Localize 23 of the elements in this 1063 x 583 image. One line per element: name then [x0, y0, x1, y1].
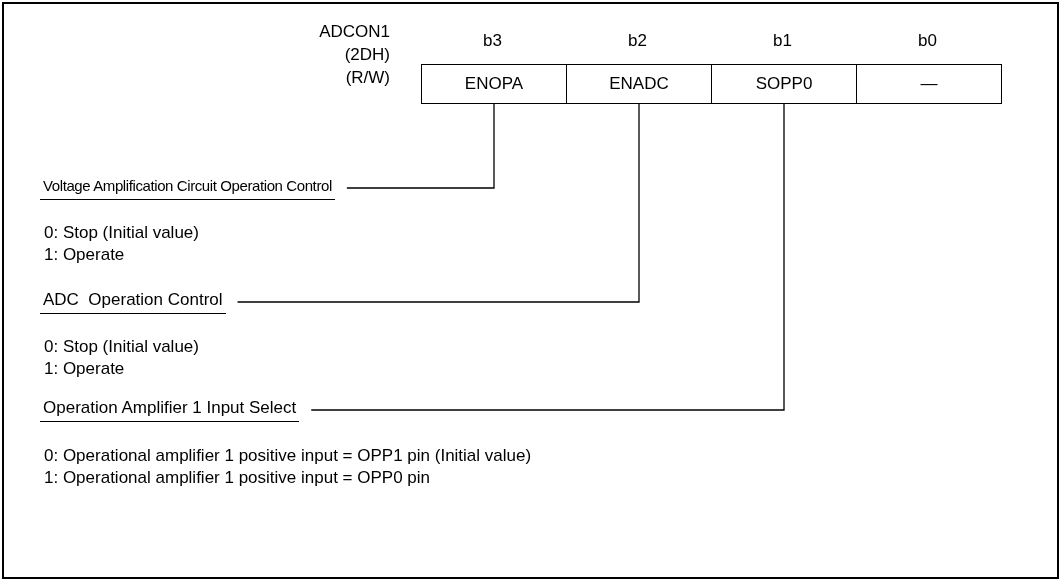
register-bit-cell: —: [856, 64, 1002, 104]
leader-line: [346, 103, 495, 189]
register-bit-cell: ENOPA: [421, 64, 567, 104]
option-text: 1: Operate: [44, 245, 125, 265]
bit-number: b1: [773, 31, 792, 51]
register-name: (2DH): [344, 45, 390, 65]
field-heading: ADC Operation Control: [40, 290, 226, 314]
field-heading: Operation Amplifier 1 Input Select: [40, 398, 300, 422]
leader-line: [310, 103, 785, 411]
option-text: 0: Stop (Initial value): [44, 337, 199, 357]
option-text: 0: Operational amplifier 1 positive input = OPP1 pin (Initial value): [44, 446, 532, 466]
leader-line: [236, 103, 640, 303]
bit-number: b3: [483, 31, 502, 51]
option-text: 1: Operational amplifier 1 positive input = OPP0 pin: [44, 468, 431, 488]
option-text: 1: Operate: [44, 359, 125, 379]
option-text: 0: Stop (Initial value): [44, 223, 199, 243]
bit-number: b0: [918, 31, 937, 51]
register-bit-cell: SOPP0: [711, 64, 857, 104]
register-bit-cell: ENADC: [566, 64, 712, 104]
bit-number: b2: [628, 31, 647, 51]
register-name: (R/W): [345, 68, 390, 88]
field-heading: Voltage Amplification Circuit Operation Control: [40, 176, 335, 200]
register-name: ADCON1: [319, 22, 390, 42]
